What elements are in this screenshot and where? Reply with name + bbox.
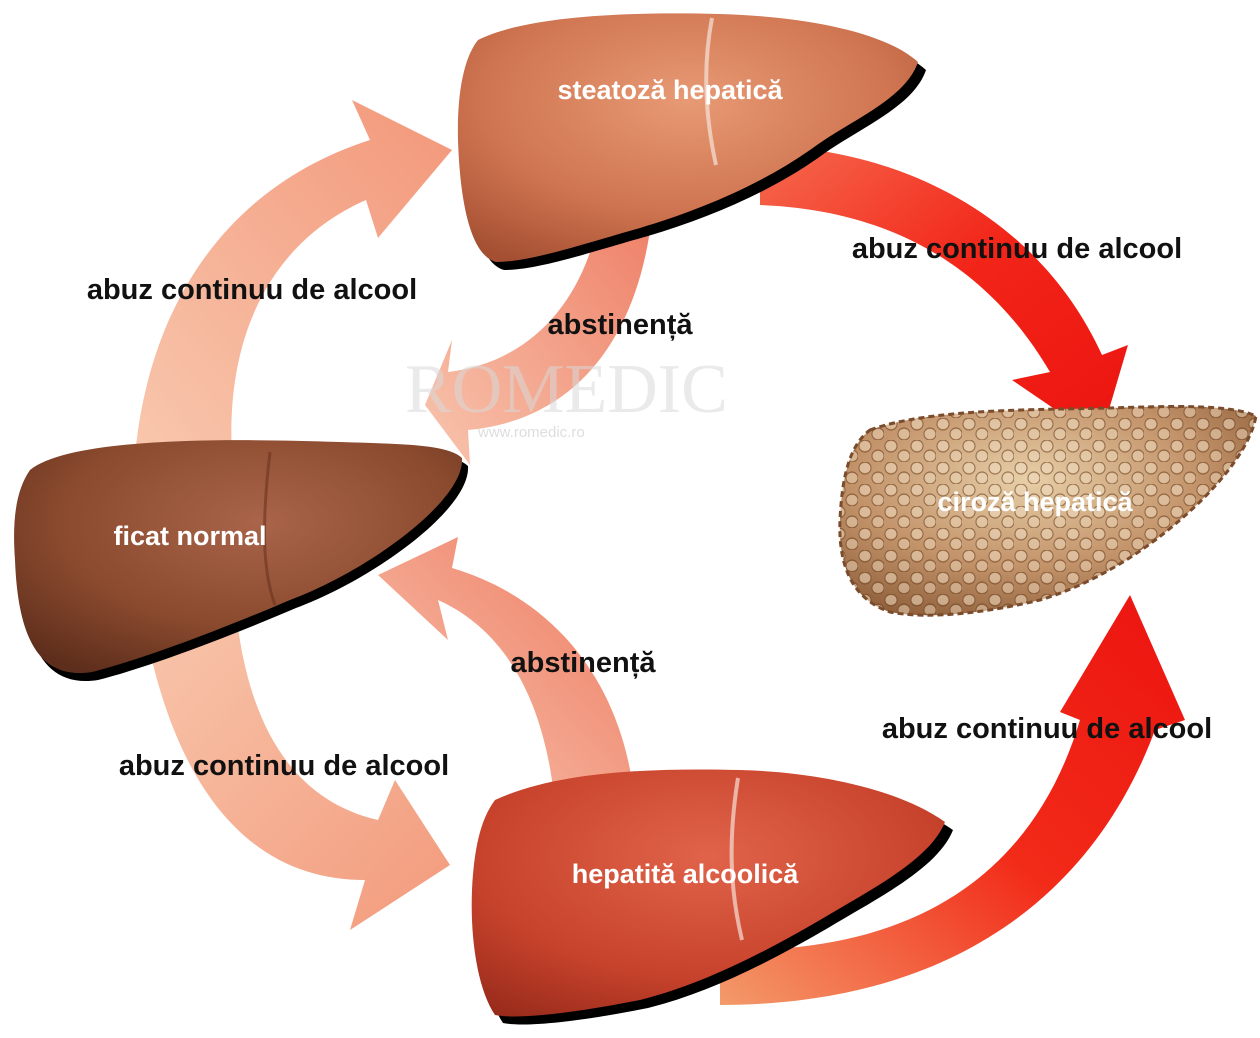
liver-normal: [14, 440, 468, 681]
edge-label-hepatitis-to-cirrhosis: abuz continuu de alcool: [882, 713, 1212, 745]
edge-label-hepatitis-to-normal: abstinență: [510, 647, 656, 679]
watermark-url: www.romedic.ro: [477, 424, 585, 441]
edge-label-steatosis-to-cirrhosis: abuz continuu de alcool: [852, 233, 1182, 265]
edge-label-normal-to-hepatitis: abuz continuu de alcool: [119, 750, 449, 782]
liver-hepatitis: [472, 769, 953, 1024]
liver-steatosis: [458, 13, 926, 270]
node-label-cirrhosis: ciroză hepatică: [937, 487, 1133, 517]
watermark-brand: ROMEDIC: [405, 351, 728, 428]
liver-steatosis-shape: [458, 13, 918, 262]
arrow-steatosis-to-cirrhosis: [760, 145, 1128, 440]
node-label-normal: ficat normal: [113, 521, 266, 551]
node-label-hepatitis: hepatită alcoolică: [572, 859, 800, 889]
node-label-steatosis: steatoză hepatică: [557, 75, 783, 105]
edge-label-steatosis-to-normal: abstinență: [547, 309, 693, 341]
edge-label-normal-to-steatosis: abuz continuu de alcool: [87, 274, 417, 306]
